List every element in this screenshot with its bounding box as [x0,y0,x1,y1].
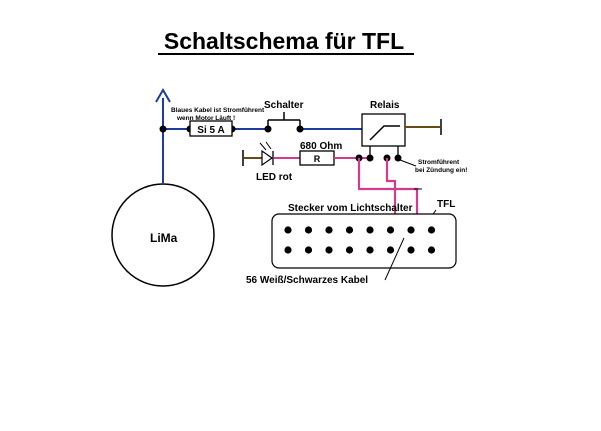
connector-pin [386,226,395,234]
connector-pin [386,246,395,254]
relay-box [361,113,406,147]
junction-dot [366,154,374,162]
junction-dot [159,125,167,133]
connector-label: Stecker vom Lichtschalter [288,203,413,214]
resistor-value-label: 680 Ohm [300,141,342,152]
connector-pin [366,226,374,234]
blue-cable-note-line1: Blaues Kabel ist Stromführent [171,107,265,114]
fuse-label: Si 5 A [197,125,224,136]
connector-pin [407,226,415,234]
generator-label: LiMa [150,231,178,245]
blue-cable-note-line2: wenn Motor Läuft ! [176,115,235,122]
ignition-note-line1: Stromführent [418,159,460,166]
connector-pin [366,246,374,254]
led-label: LED rot [256,172,293,183]
connector-pin [325,246,333,254]
light-ray-icon [259,142,267,151]
junction-dot [394,154,402,162]
tfl-label: TFL [437,199,455,210]
switch-label: Schalter [264,100,304,111]
ignition-pointer [399,159,417,167]
relay-label: Relais [370,100,400,111]
diagram-title: Schaltschema für TFL [164,28,404,54]
arrow-up-icon [155,88,171,103]
connector-pin [345,246,354,254]
connector-pin [304,246,313,254]
ignition-note-line2: bei Zündung ein! [415,167,467,174]
connector-pin [427,246,436,254]
cable-56-label: 56 Weiß/Schwarzes Kabel [246,275,368,286]
connector-pin [407,246,415,254]
fuse-box [189,120,233,137]
connector-body [271,213,457,269]
connector-pin [325,226,333,234]
connector-pin [345,226,354,234]
connector-pin [427,226,436,234]
cable-56-pointer [384,237,405,281]
led-icon [261,149,274,167]
resistor-label: R [314,154,321,164]
connector-pins [284,226,436,254]
relay-contact [369,125,400,141]
connector-pin [284,246,292,254]
connector-pin [284,226,292,234]
light-ray-icon [265,141,272,150]
connector-pin [304,226,313,234]
